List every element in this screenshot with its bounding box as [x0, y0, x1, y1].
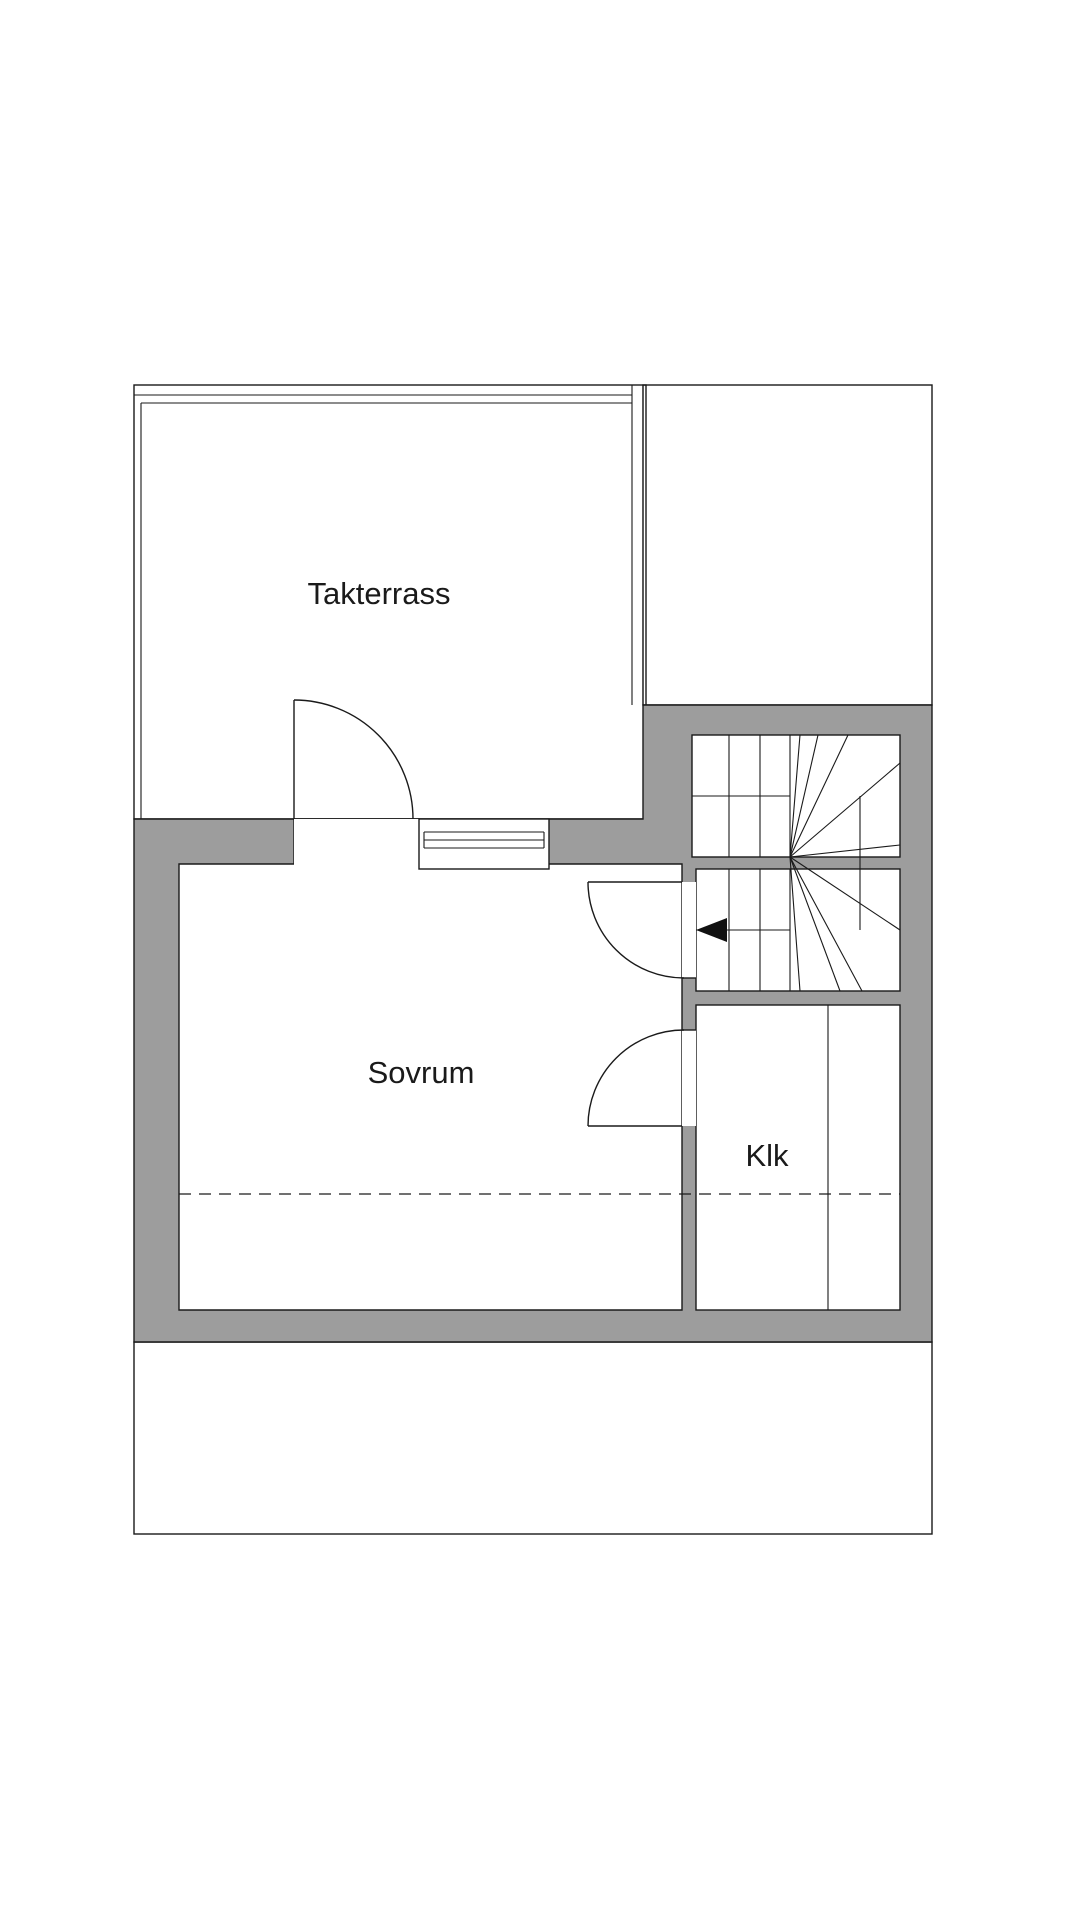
- terrace-door-swing: [293, 699, 414, 820]
- neighbor-area: [642, 384, 933, 706]
- building-walls-outline: [133, 704, 933, 1343]
- stair-winder: [789, 734, 849, 858]
- stair-door-opening: [682, 882, 696, 978]
- stair-winder: [789, 856, 841, 992]
- closet-door-swing: [587, 1029, 685, 1127]
- stair-winder: [789, 734, 801, 858]
- room-label-terrace: Takterrass: [308, 576, 451, 611]
- stair-winder: [789, 762, 901, 858]
- stair-winder: [789, 734, 819, 858]
- stair-winder: [789, 856, 801, 992]
- room-label-bedroom: Sovrum: [368, 1055, 475, 1090]
- terrace-door-opening: [294, 819, 419, 865]
- closet-floor: [695, 1004, 901, 1311]
- lower-roof-area: [133, 1341, 933, 1535]
- stair-winder: [789, 856, 863, 992]
- window-frame: [418, 818, 550, 870]
- stair-winder: [789, 844, 901, 858]
- stair-door-swing: [587, 881, 685, 979]
- stair-direction-arrow-icon: [696, 918, 727, 942]
- room-label-closet: Klk: [745, 1138, 789, 1173]
- closet-door-opening: [682, 1030, 696, 1126]
